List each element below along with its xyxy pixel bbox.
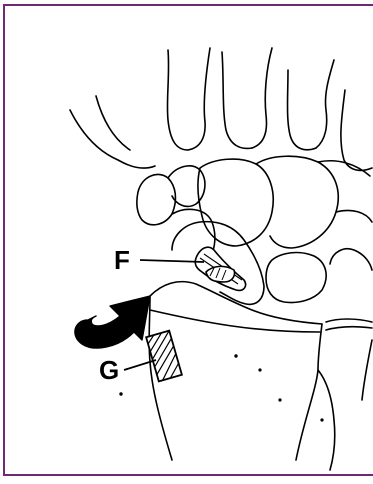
label-g: G bbox=[99, 357, 119, 383]
carpal-trapezium bbox=[137, 174, 176, 224]
fracture-fragment bbox=[195, 247, 245, 290]
metacarpal-1 bbox=[70, 110, 155, 168]
metacarpal-1b bbox=[96, 96, 130, 150]
radius-right bbox=[296, 324, 322, 460]
label-f: F bbox=[114, 247, 130, 273]
carpal-pisiform bbox=[330, 249, 372, 270]
carpal-triquetrum bbox=[336, 210, 372, 222]
carpal-capitate bbox=[198, 159, 273, 246]
ulna-shaft-right bbox=[362, 340, 372, 400]
metacarpal-2 bbox=[167, 50, 188, 150]
carpal-lunate bbox=[266, 253, 326, 303]
ulna-head bbox=[326, 319, 372, 322]
curved-arrow-icon bbox=[75, 296, 150, 348]
ulna-tip bbox=[326, 327, 372, 330]
carpal-hamate bbox=[256, 156, 338, 248]
metacarpal-4 bbox=[288, 70, 317, 150]
metacarpal-3 bbox=[222, 52, 252, 148]
metacarpal-2b bbox=[188, 48, 210, 150]
label-f-leader bbox=[140, 260, 204, 262]
metacarpal-4b bbox=[316, 60, 334, 148]
metacarpal-5 bbox=[341, 90, 372, 170]
metacarpal-3b bbox=[252, 48, 272, 148]
